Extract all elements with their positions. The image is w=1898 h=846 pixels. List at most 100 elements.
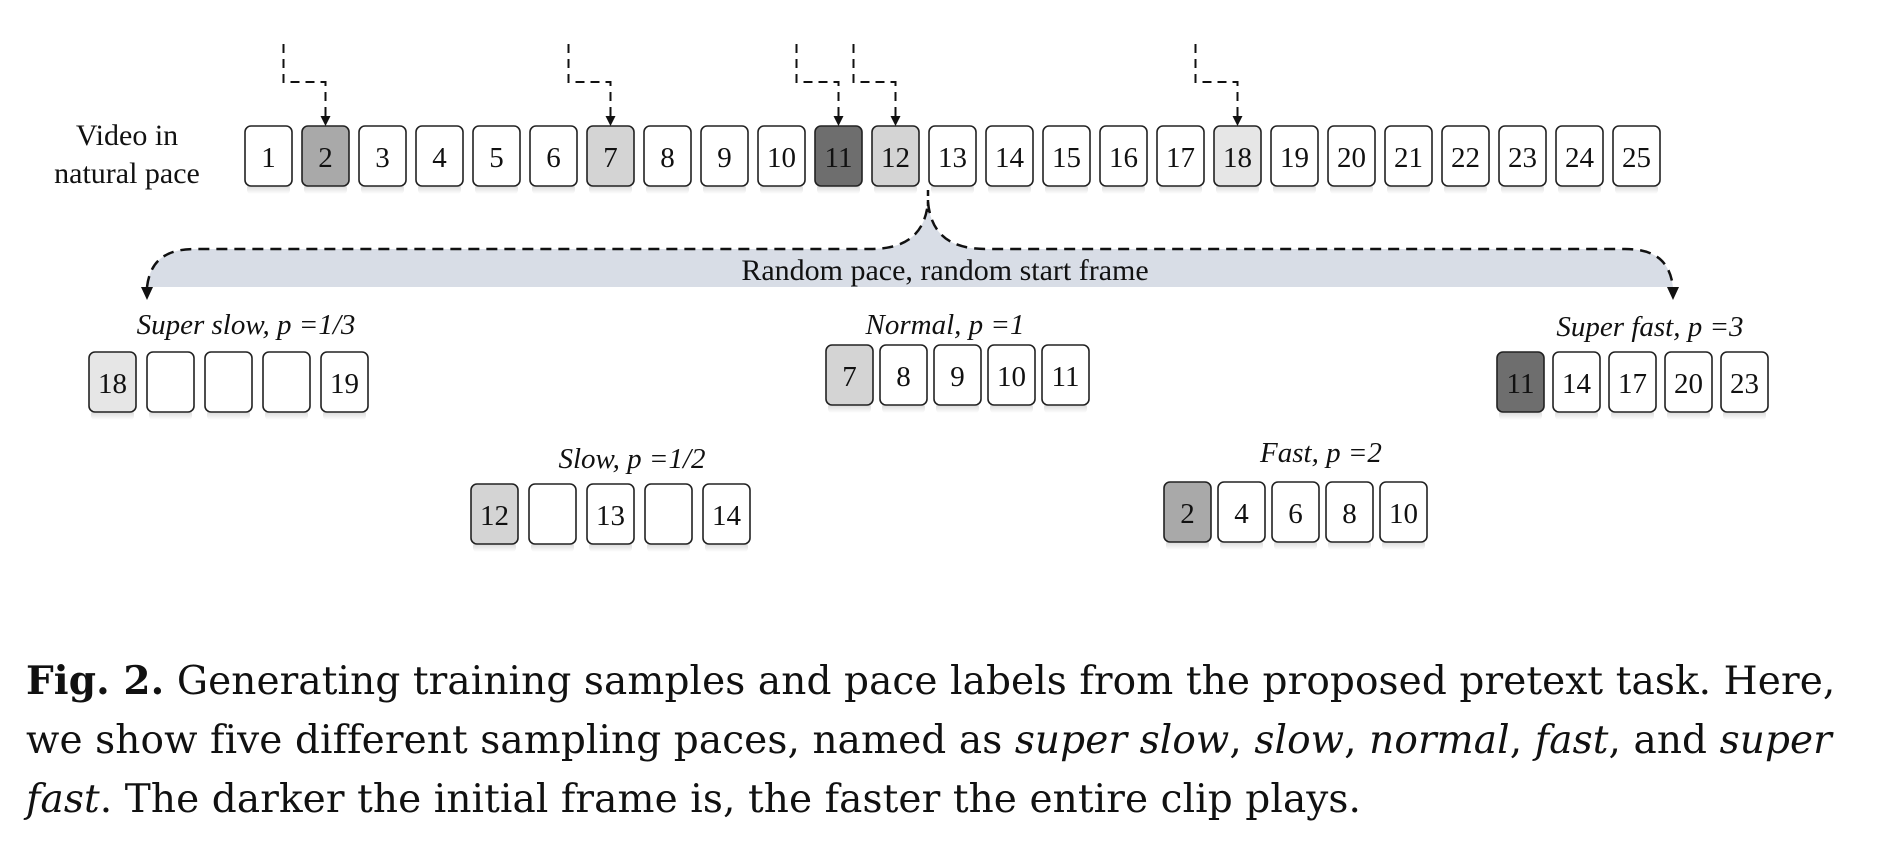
clip-fast-frame-4: 8 <box>1325 481 1374 550</box>
clip-super-slow: Super slow, p =1/3 18 19 <box>88 309 369 420</box>
clip-normal-frame-2-number: 8 <box>896 361 911 393</box>
clip-super-slow-frame-2-box <box>146 351 195 413</box>
video-frame-17: 17 <box>1156 125 1205 194</box>
video-frame-14: 14 <box>985 125 1034 194</box>
clip-normal-frame-4-box <box>987 344 1036 406</box>
arrow-to-frame-11 <box>795 44 840 118</box>
video-frame-16: 16 <box>1099 125 1148 194</box>
arrow-to-frame-2 <box>282 44 327 118</box>
video-frame-4: 4 <box>415 125 464 194</box>
clip-super-slow-frame-4-box <box>262 351 311 413</box>
caption-em-super-fast: super fast <box>26 718 1832 822</box>
video-frame-24-number: 24 <box>1565 142 1595 174</box>
clip-normal-frame-5: 11 <box>1041 344 1090 413</box>
caption-em-super-slow: super slow <box>1014 718 1230 763</box>
video-frame-12-number: 12 <box>881 142 910 174</box>
video-row-label-line2: natural pace <box>54 157 200 190</box>
video-frame-22: 22 <box>1441 125 1490 194</box>
clip-super-fast-frame-3-box <box>1608 351 1657 413</box>
clip-super-fast-frame-4: 20 <box>1664 351 1713 420</box>
arrowhead-frame-12 <box>890 116 901 126</box>
arrow-to-frame-7 <box>567 44 612 118</box>
clip-super-slow-frame-4 <box>262 351 311 420</box>
caption-sep-2: , <box>1344 718 1370 763</box>
clip-slow-frame-4 <box>644 483 693 552</box>
video-frame-16-number: 16 <box>1109 142 1138 174</box>
video-frame-6: 6 <box>529 125 578 194</box>
clip-slow-frame-3: 13 <box>586 483 635 552</box>
video-frame-6-box <box>529 125 578 187</box>
clip-fast-frame-1-box <box>1163 481 1212 543</box>
caption-text-2: . The darker the initial frame is, the f… <box>99 777 1362 822</box>
video-frame-2-number: 2 <box>318 142 333 174</box>
video-frame-22-box <box>1441 125 1490 187</box>
clip-normal-frame-2-box <box>879 344 928 406</box>
video-frame-24: 24 <box>1555 125 1604 194</box>
video-row-label-line1: Video in <box>76 119 178 152</box>
video-frame-20-box <box>1327 125 1376 187</box>
clip-fast-frame-2-box <box>1217 481 1266 543</box>
caption-sep-4: , and <box>1608 718 1720 763</box>
arrowhead-frame-18 <box>1232 116 1243 126</box>
clip-normal-frame-3-number: 9 <box>950 361 965 393</box>
clip-fast-frame-3-number: 6 <box>1288 498 1303 530</box>
video-frame-4-number: 4 <box>432 142 447 174</box>
video-frame-15-box <box>1042 125 1091 187</box>
clip-slow-frame-1-number: 12 <box>480 500 509 532</box>
video-frame-6-number: 6 <box>546 142 561 174</box>
clip-normal-frame-3: 9 <box>933 344 982 413</box>
clip-super-slow-frame-3-box <box>204 351 253 413</box>
video-frame-20: 20 <box>1327 125 1376 194</box>
video-frame-14-number: 14 <box>995 142 1025 174</box>
caption-label: Fig. 2. <box>26 658 165 704</box>
clip-normal-frame-5-number: 11 <box>1052 361 1080 393</box>
video-frame-21-number: 21 <box>1394 142 1423 174</box>
clip-fast-frame-5-box <box>1379 481 1428 543</box>
clip-slow-frame-2 <box>528 483 577 552</box>
clip-super-slow-title: Super slow, p =1/3 <box>137 309 356 341</box>
video-frame-10: 10 <box>757 125 806 194</box>
clip-super-fast-frame-3: 17 <box>1608 351 1657 420</box>
video-frame-17-number: 17 <box>1166 142 1195 174</box>
clip-slow-frame-2-box <box>528 483 577 545</box>
video-frame-18: 18 <box>1213 125 1262 194</box>
banner-left-arrowhead <box>141 287 153 300</box>
video-frame-10-number: 10 <box>767 142 796 174</box>
clip-normal-frame-2: 8 <box>879 344 928 413</box>
video-frame-1-box <box>244 125 293 187</box>
clip-slow-frame-1: 12 <box>470 483 519 552</box>
arrowhead-frame-2 <box>320 116 331 126</box>
video-frame-12: 12 <box>871 125 920 194</box>
clip-super-fast-frame-2-number: 14 <box>1562 368 1592 400</box>
video-frame-13-number: 13 <box>938 142 967 174</box>
video-frame-25-box <box>1612 125 1661 187</box>
clip-super-fast-frame-1-number: 11 <box>1507 368 1535 400</box>
clip-super-fast-title: Super fast, p =3 <box>1556 311 1743 343</box>
video-frame-15-number: 15 <box>1052 142 1081 174</box>
clip-super-slow-frame-5-number: 19 <box>330 368 359 400</box>
video-frame-16-box <box>1099 125 1148 187</box>
clip-slow-frame-5-box <box>702 483 751 545</box>
video-frame-19: 19 <box>1270 125 1319 194</box>
video-frame-1: 1 <box>244 125 293 194</box>
clip-slow-frame-3-number: 13 <box>596 500 625 532</box>
video-frame-4-box <box>415 125 464 187</box>
clip-super-slow-frame-1: 18 <box>88 351 137 420</box>
clip-super-slow-frame-3 <box>204 351 253 420</box>
arrow-to-frame-12 <box>852 44 897 118</box>
video-frame-24-box <box>1555 125 1604 187</box>
clip-fast-frame-1-number: 2 <box>1180 498 1195 530</box>
clip-super-fast-frame-1-box <box>1496 351 1545 413</box>
clip-super-slow-frame-1-number: 18 <box>98 368 127 400</box>
banner-brace <box>145 201 1675 288</box>
video-frame-13: 13 <box>928 125 977 194</box>
video-frame-1-number: 1 <box>261 142 276 174</box>
video-frame-8-box <box>643 125 692 187</box>
video-frame-14-box <box>985 125 1034 187</box>
clip-slow-frame-4-box <box>644 483 693 545</box>
video-frame-17-box <box>1156 125 1205 187</box>
clip-fast-frame-3: 6 <box>1271 481 1320 550</box>
